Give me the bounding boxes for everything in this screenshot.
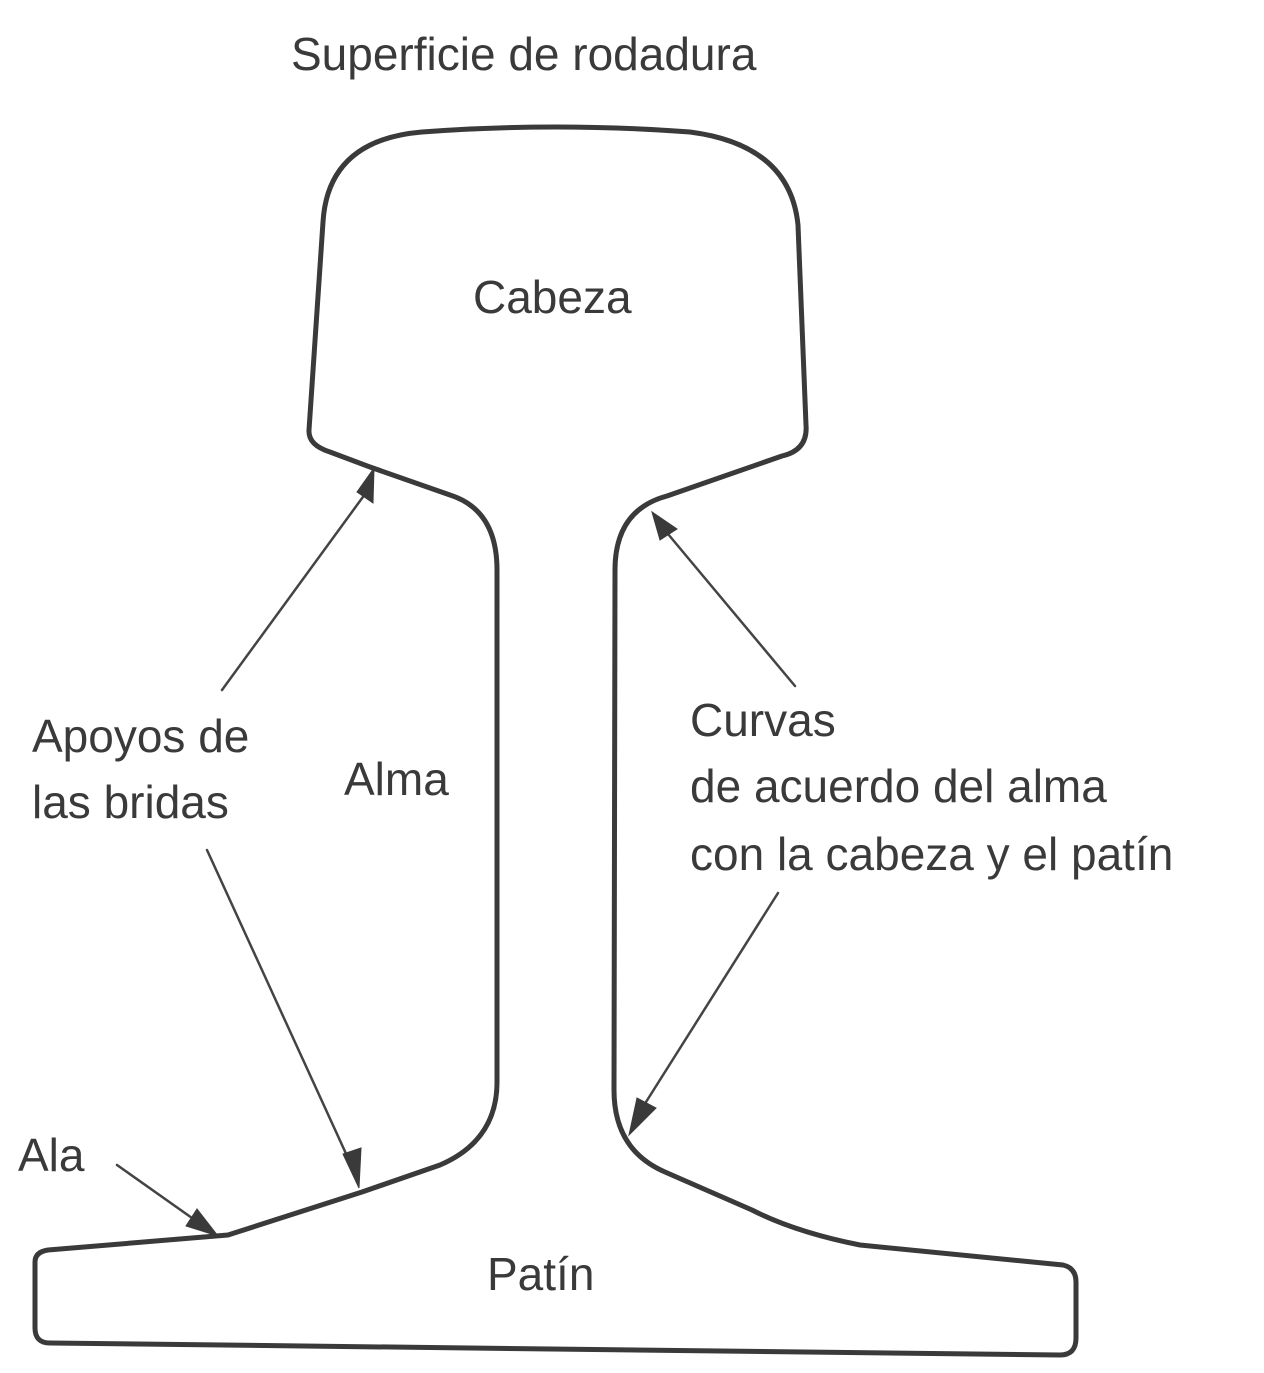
fillets-arrowhead-upper (651, 510, 678, 541)
fillets-arrowhead-lower (628, 1097, 657, 1137)
flange-supports-leader-lower (205, 848, 350, 1160)
fillets-leader-upper (666, 532, 797, 688)
flange-supports-label-line2: las bridas (32, 776, 229, 828)
flange-supports-leader-upper (220, 488, 370, 692)
flange-supports-arrowhead-lower (342, 1147, 362, 1189)
flange-leader (115, 1163, 194, 1220)
fillets-label-line1: Curvas (690, 694, 836, 746)
flange-supports-arrowhead-upper (356, 466, 375, 504)
flange-label: Ala (18, 1129, 85, 1181)
fillets-leader-lower (644, 891, 780, 1104)
rolling-surface-label: Superficie de rodadura (291, 28, 757, 80)
fillets-label-line2: de acuerdo del alma (690, 760, 1107, 812)
fillets-label-line3: con la cabeza y el patín (690, 828, 1173, 880)
flange-arrowhead (185, 1208, 220, 1237)
web-label: Alma (344, 753, 449, 805)
rail-profile-outline (32, 124, 1079, 1358)
head-label: Cabeza (473, 271, 632, 323)
foot-label: Patín (487, 1248, 594, 1300)
flange-supports-label-line1: Apoyos de (32, 710, 249, 762)
